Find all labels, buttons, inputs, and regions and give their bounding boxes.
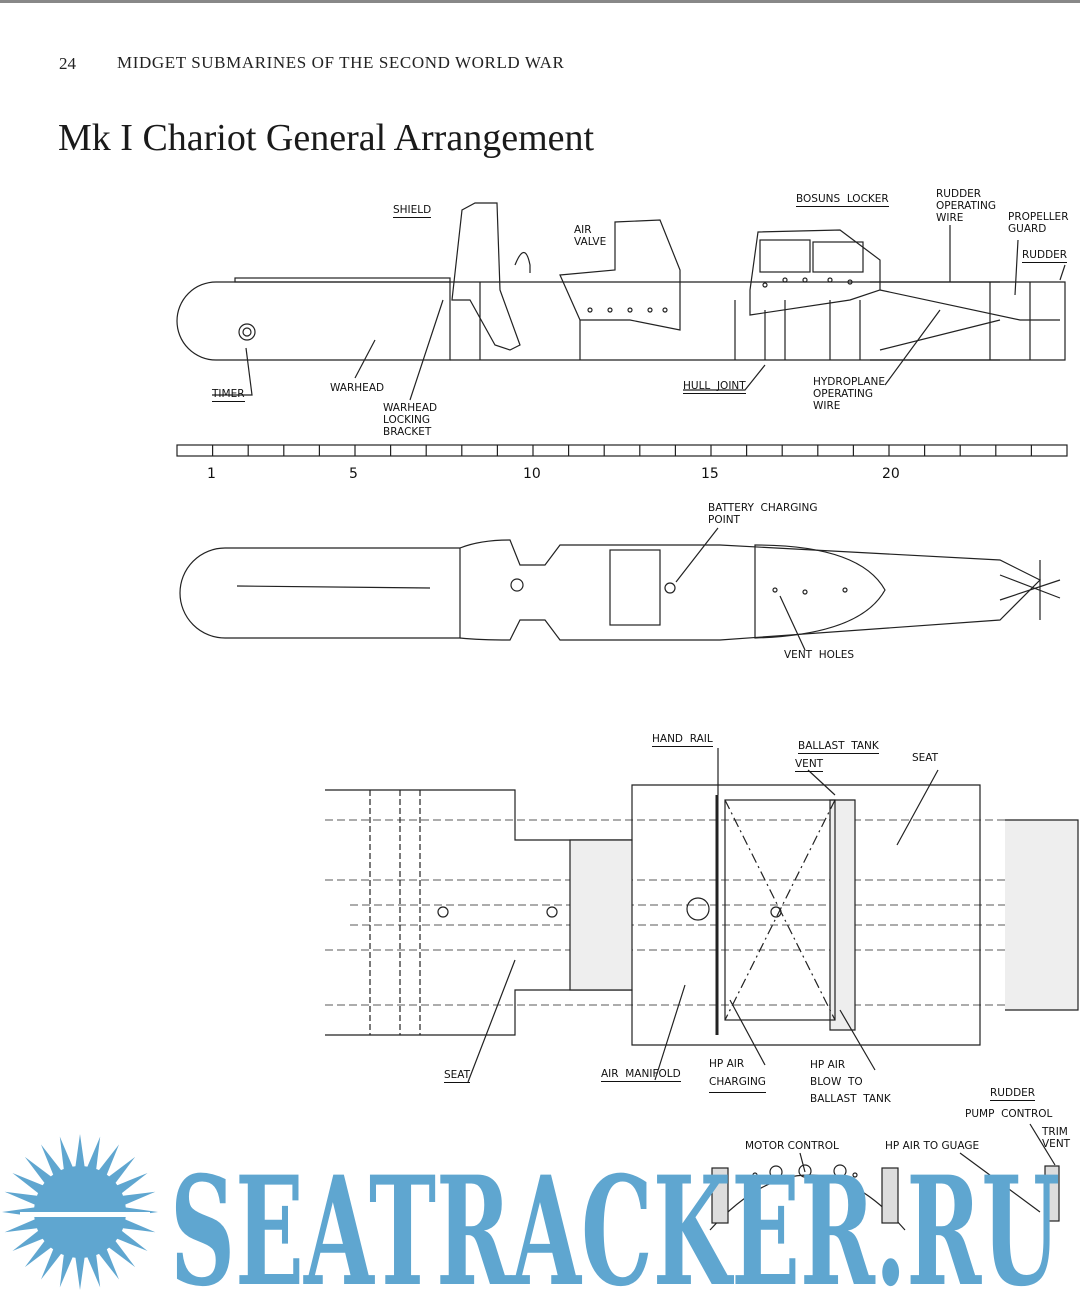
label-propeller-guard: PROPELLER GUARD [1008,211,1069,235]
label-hydroplane-operating-wire: HYDROPLANE OPERATING WIRE [813,376,886,412]
sun-ray [115,1229,148,1251]
sun-ray [86,1136,101,1172]
sun-ray [59,1252,74,1288]
scale-tick: 5 [349,466,358,482]
scale-tick: 15 [701,466,719,482]
sun-ray [120,1218,156,1233]
label-air-valve: AIR VALVE [574,224,607,248]
label-seat-left: SEAT [444,1069,471,1083]
sun-ray [75,1255,85,1290]
label-rudder-control: RUDDER [990,1087,1036,1101]
sun-ray [41,1144,63,1177]
sun-ray [24,1156,53,1185]
sun-logo-icon [2,1134,158,1290]
sun-ray [107,1239,136,1268]
sun-ray [4,1218,40,1233]
sun-ray [59,1136,74,1172]
scale-tick: 1 [207,466,216,482]
label-battery-charging-point: BATTERY CHARGING POINT [708,502,818,526]
side-view-drawing [176,202,1066,401]
sun-ray [86,1252,101,1288]
label-pump-control: PUMP CONTROL [965,1108,1053,1120]
section-view-drawing [325,748,1079,1083]
label-warhead: WARHEAD [330,382,385,394]
controls-view-drawing [709,1123,1060,1231]
scale-tick: 10 [523,466,541,482]
label-motor-control: MOTOR CONTROL [745,1140,839,1152]
label-shield: SHIELD [393,204,432,218]
sun-ray [41,1247,63,1280]
sun-ray [12,1173,45,1195]
label-ballast-tank: BALLAST TANK [798,740,879,754]
label-bosuns-locker: BOSUNS LOCKER [796,193,889,207]
label-rudder: RUDDER [1022,249,1068,263]
label-rudder-operating-wire: RUDDER OPERATING WIRE [936,188,996,224]
watermark: SEATRACKER.RU [170,1144,1060,1298]
sun-ray [4,1191,40,1206]
scale-tick: 20 [882,466,900,482]
sun-ray [97,1247,119,1280]
sun-ray [120,1191,156,1206]
label-air-manifold: AIR MANIFOLD [601,1068,681,1082]
page-edge [0,0,1080,3]
running-title: MIDGET SUBMARINES OF THE SECOND WORLD WA… [117,53,565,72]
sun-ray [24,1239,53,1268]
scale-bar [176,444,1068,457]
label-trim-vent: TRIM VENT [1042,1126,1071,1150]
label-hull-joint: HULL JOINT [683,380,746,394]
label-seat-right: SEAT [912,752,939,764]
label-hp-air-charging: HP AIR CHARGING [709,1055,766,1093]
sun-ray [97,1144,119,1177]
page-title: Mk I Chariot General Arrangement [58,117,595,159]
sun-ray [107,1156,136,1185]
page-number: 24 [59,54,76,73]
label-timer: TIMER [212,388,245,402]
label-vent: VENT [795,758,824,772]
label-vent-holes: VENT HOLES [784,649,855,661]
label-warhead-locking-bracket: WARHEAD LOCKING BRACKET [383,402,438,438]
sun-ray [115,1173,148,1195]
label-hp-air-to-guage: HP AIR TO GUAGE [885,1140,980,1152]
label-hand-rail: HAND RAIL [652,733,713,747]
plan-view-drawing [179,527,1061,651]
sun-ray [12,1229,45,1251]
label-hp-air-blow-to-ballast-tank: HP AIR BLOW TO BALLAST TANK [810,1059,891,1105]
sun-ray [75,1134,85,1169]
